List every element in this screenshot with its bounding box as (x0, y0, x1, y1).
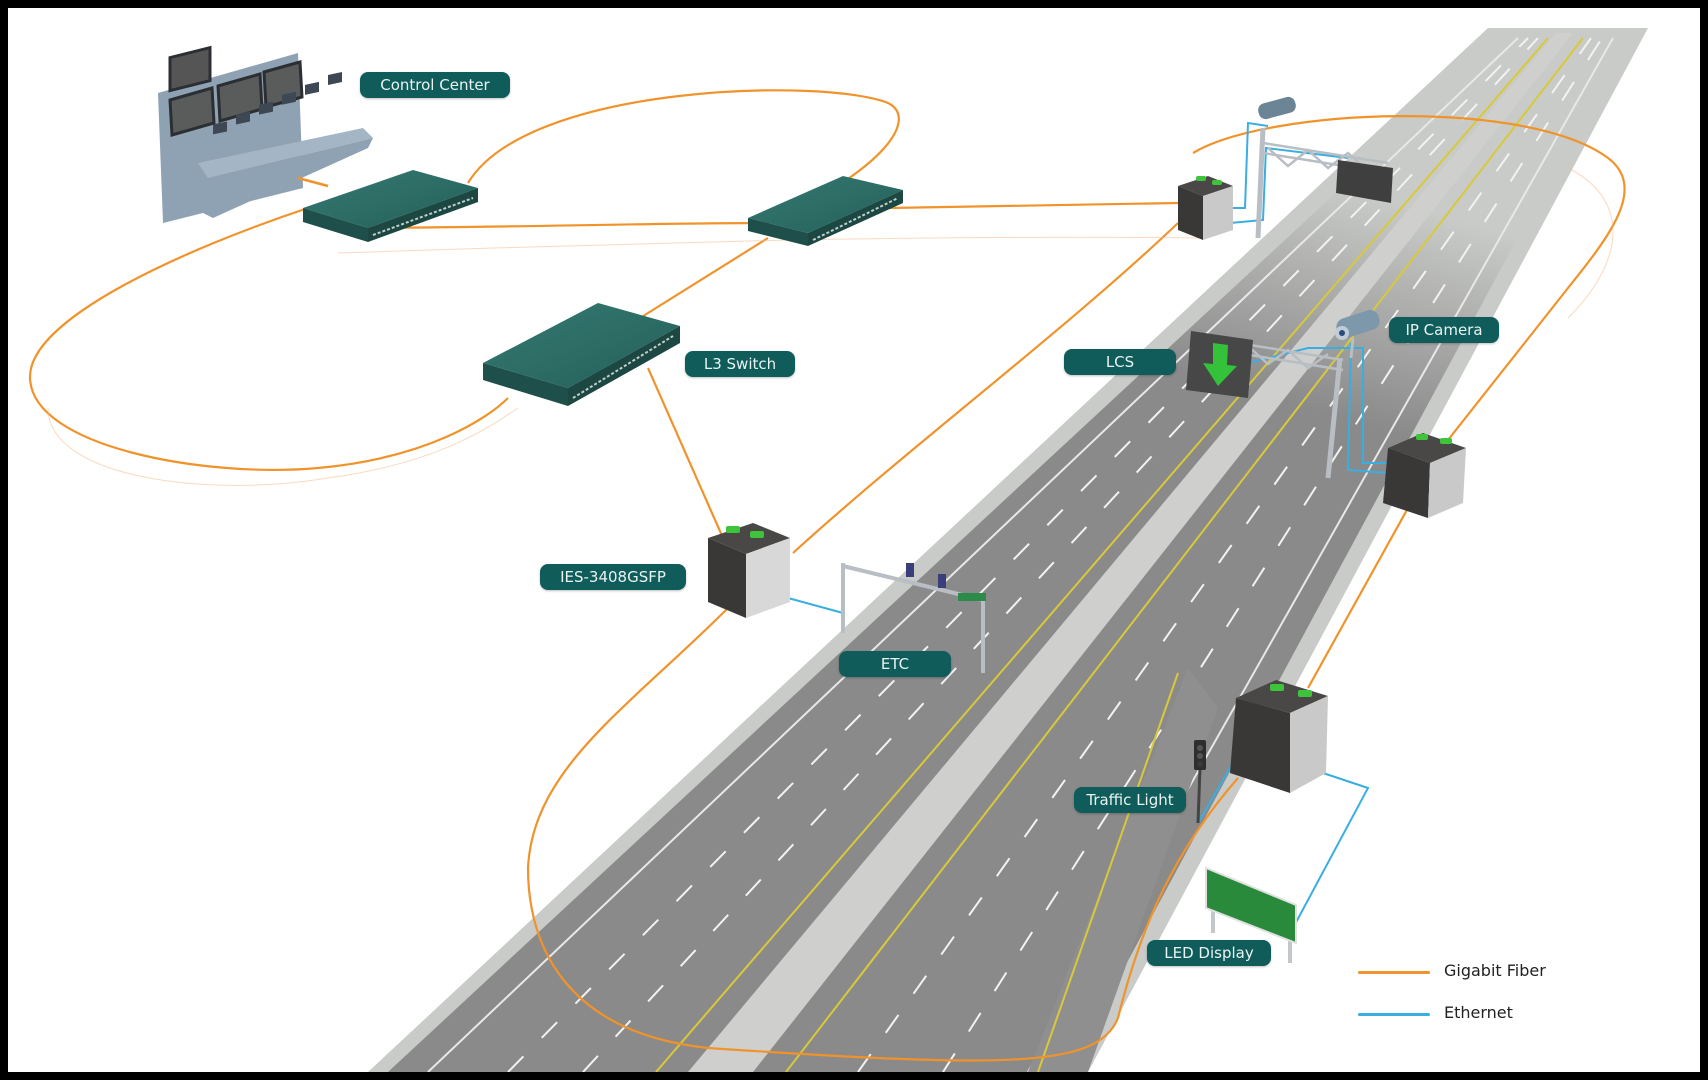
eth-camera-ies-to-camera (1346, 342, 1389, 474)
fiber-outer-loop (526, 115, 1626, 1062)
fiber-ies-to-gantry (792, 222, 1179, 554)
led-display-device (1205, 866, 1297, 963)
off-ramp (1028, 668, 1218, 1072)
eth-roadside-to-led (1292, 767, 1370, 929)
monitors (168, 60, 304, 137)
lane-dashes (507, 37, 1603, 1072)
fiber-core-2-to-gantry (887, 201, 1179, 210)
etc-gantry-structure (841, 563, 986, 673)
overhead-sign-gantry (1255, 96, 1393, 239)
fiber-line-swatch (1358, 971, 1430, 974)
label-etc: ETC (839, 651, 951, 677)
ies-gantry-device (1178, 176, 1233, 240)
legend-item-gigabit-fiber: Gigabit Fiber (1348, 958, 1608, 988)
traffic-light-device (1194, 740, 1206, 824)
core-switch-1 (303, 170, 478, 242)
ies-3408gsfp-device (708, 523, 790, 618)
yellow-line-left (655, 37, 1549, 1072)
network-scene (28, 28, 1648, 1072)
gantry-camera (1258, 96, 1296, 120)
eth-camera-ies-to-lcs (1247, 347, 1388, 464)
highway-road-surface (388, 33, 1628, 1072)
label-traffic-light: Traffic Light (1074, 787, 1186, 813)
yellow-line-right (785, 37, 1584, 1072)
core-switch-2 (748, 176, 903, 246)
eth-ies-to-etc (787, 597, 844, 614)
eth-gantry-to-sign (1229, 146, 1349, 224)
legend-label: Gigabit Fiber (1444, 961, 1546, 980)
label-led-display: LED Display (1147, 940, 1271, 966)
lcs-down-arrow-icon (1203, 343, 1237, 386)
control-center-console (158, 45, 373, 223)
legend-label: Ethernet (1444, 1003, 1513, 1022)
ethernet-line-swatch (1358, 1013, 1430, 1016)
label-control-center: Control Center (360, 72, 510, 98)
ip-camera-device (1335, 310, 1380, 359)
ethernet-links (787, 121, 1389, 929)
eth-roadside-to-traffic-light (1197, 762, 1234, 824)
highway (368, 28, 1648, 1072)
diagram-canvas: Control Center L3 Switch IES-3408GSFP ET… (8, 8, 1700, 1072)
highway-median (688, 33, 1573, 1072)
ramp-yellow-line (1037, 672, 1179, 1072)
label-ip-camera: IP Camera (1389, 317, 1499, 343)
fiber-links (28, 89, 1626, 1062)
legend-item-ethernet: Ethernet (1348, 1000, 1608, 1030)
label-l3-switch: L3 Switch (685, 351, 795, 377)
label-ies-3408gsfp: IES-3408GSFP (540, 564, 686, 590)
l3-switch-device (483, 303, 680, 406)
eth-gantry-to-camera (1230, 121, 1269, 209)
fiber-core-loop (28, 89, 900, 471)
ies-camera-device (1383, 433, 1466, 518)
lcs-gantry (1186, 331, 1344, 479)
legend: Gigabit Fiber Ethernet (1348, 958, 1608, 1048)
fiber-l3-to-ies (646, 367, 725, 539)
edge-line-left (427, 37, 1519, 1072)
label-lcs: LCS (1064, 349, 1176, 375)
ies-roadside-device (1230, 680, 1328, 793)
